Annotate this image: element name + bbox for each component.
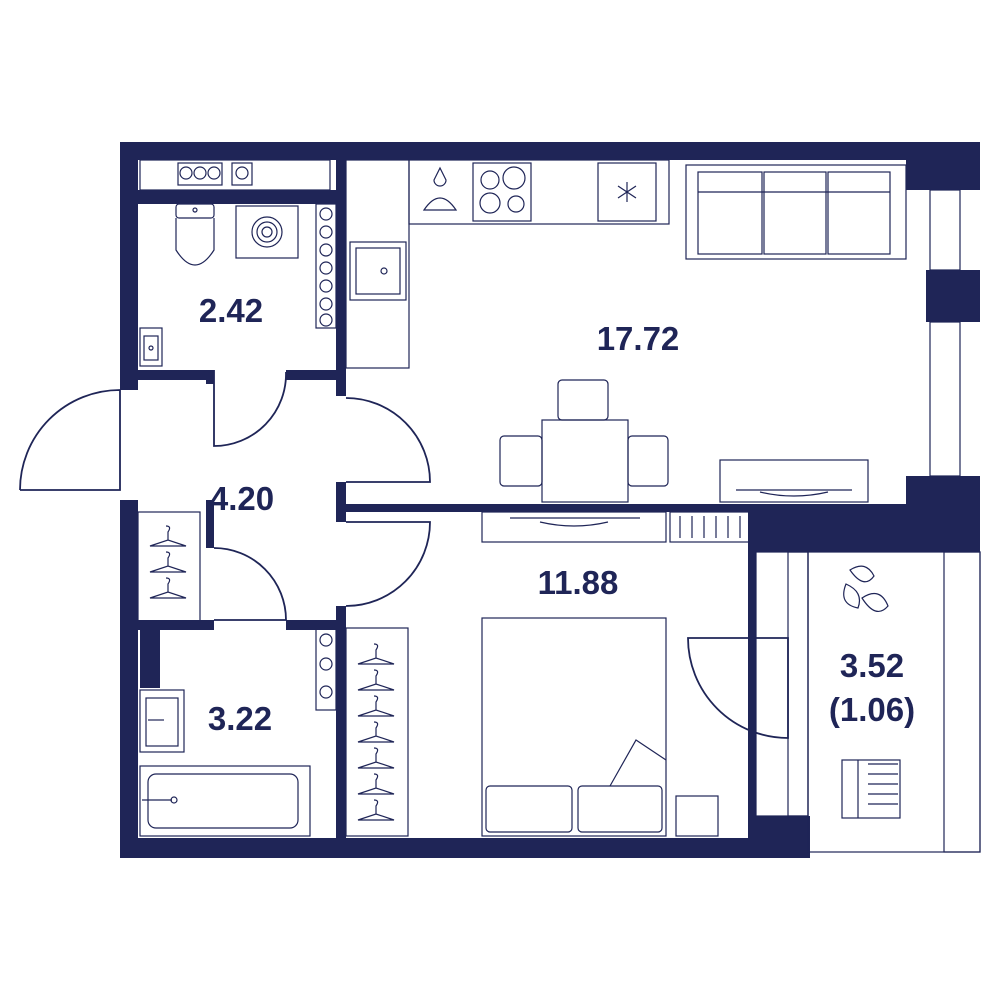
room-area-kitchen-living: 17.72: [597, 320, 680, 357]
room-area-hallway: 4.20: [210, 480, 274, 517]
hanger-icon: [357, 721, 395, 743]
dining-table-icon: [499, 379, 669, 503]
sink-icon: [139, 689, 185, 753]
sofa-icon: [685, 164, 907, 260]
radiator-icon: [315, 203, 337, 329]
hanger-icon: [357, 747, 395, 769]
tap-icon: [422, 166, 458, 211]
door-balcony[interactable]: [687, 637, 789, 739]
deck-chair-icon: [841, 759, 901, 819]
nightstand: [675, 795, 719, 837]
hanger-icon: [357, 695, 395, 717]
bathtub-icon: [139, 765, 311, 837]
stove-icon: [472, 162, 532, 222]
hanger-icon: [357, 799, 395, 821]
room-area-bathroom-lower: 3.22: [208, 700, 272, 737]
hanger-icon: [357, 643, 395, 665]
entrance-door[interactable]: [19, 389, 121, 491]
wardrobe: [137, 511, 201, 623]
door-bedroom[interactable]: [345, 521, 431, 607]
fridge-icon: [597, 162, 657, 222]
sink-icon: [139, 327, 163, 367]
hanger-icon: [149, 551, 187, 573]
room-area-bathroom-upper: 2.42: [199, 292, 263, 329]
plant-icon: [843, 565, 889, 613]
sink-icon: [349, 241, 407, 301]
tv-icon: [481, 511, 667, 543]
radiator-icon: [315, 627, 337, 711]
walls: [120, 142, 981, 858]
hanger-icon: [149, 525, 187, 547]
bed-icon: [481, 617, 667, 837]
room-area-balcony: 3.52: [840, 647, 904, 684]
room-area-bedroom: 11.88: [538, 564, 619, 601]
room-area-balcony-reduced: (1.06): [829, 691, 915, 728]
hanger-icon: [357, 773, 395, 795]
washing-machine-icon: [235, 205, 299, 259]
utility-strip: [139, 159, 331, 191]
door-kitchen[interactable]: [345, 397, 431, 483]
hanger-icon: [357, 669, 395, 691]
wardrobe: [345, 627, 409, 837]
toilet-icon: [175, 203, 215, 266]
radiator-icon: [669, 511, 751, 543]
hanger-icon: [149, 577, 187, 599]
door-bathroom-lower[interactable]: [213, 547, 287, 621]
door-bathroom-upper[interactable]: [213, 370, 287, 447]
tv-icon: [719, 459, 869, 503]
